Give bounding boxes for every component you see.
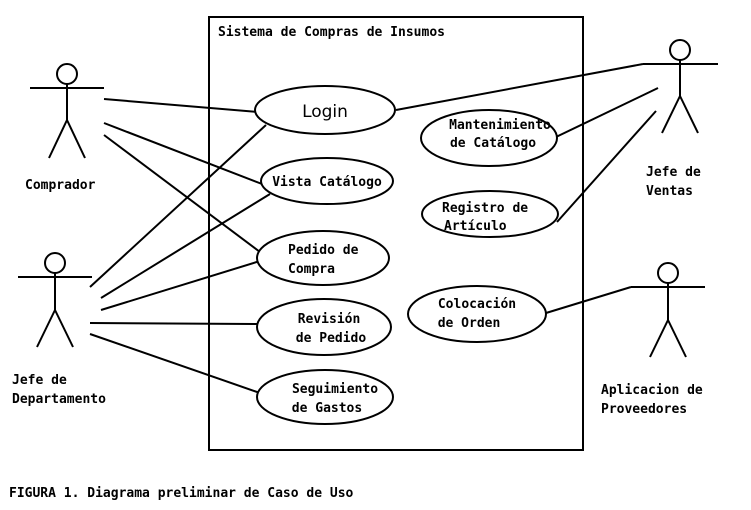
- assoc-comprador-login: [103, 98, 259, 113]
- actor-jefe-ventas: Jefe de Ventas: [646, 39, 701, 199]
- use-case-revision-pedido-label-2: de Pedido: [296, 331, 367, 346]
- use-case-ellipse: [407, 285, 547, 343]
- use-case-mantenimiento-catalogo: Mantenimiento de Catálogo: [420, 109, 558, 167]
- assoc-jefe-depto-login: [89, 124, 267, 288]
- use-case-ellipse: [421, 190, 559, 238]
- use-case-seguimiento-gastos-label-1: Seguimiento: [292, 382, 378, 397]
- assoc-jefe-depto-vista-catalogo: [100, 193, 271, 299]
- assoc-comprador-pedido-compra: [103, 134, 265, 256]
- use-case-registro-articulo-label-2: Artículo: [444, 219, 507, 234]
- use-case-login: Login: [254, 85, 396, 135]
- use-case-ellipse: [260, 157, 394, 205]
- use-case-login-label: Login: [302, 102, 348, 122]
- actor-head: [669, 39, 691, 61]
- actor-head: [56, 63, 78, 85]
- assoc-jefe-depto-pedido-compra: [100, 260, 261, 311]
- use-case-ellipse: [256, 230, 390, 286]
- actor-jefe-departamento-label-1: Jefe de: [12, 373, 67, 388]
- actor-jefe-ventas-label-2: Ventas: [646, 184, 693, 199]
- actor-left-leg: [36, 309, 56, 348]
- use-case-revision-pedido: Revisión de Pedido: [256, 298, 392, 356]
- use-case-ellipse: [254, 85, 396, 135]
- actor-head: [44, 252, 66, 274]
- assoc-proveedores-colocacion: [545, 286, 632, 314]
- use-case-pedido-compra: Pedido de Compra: [256, 230, 390, 286]
- actor-head: [657, 262, 679, 284]
- actor-aplicacion-proveedores-label-2: Proveedores: [601, 402, 687, 417]
- use-case-pedido-compra-label-1: Pedido de: [288, 243, 359, 258]
- associations: [89, 63, 718, 394]
- assoc-comprador-vista-catalogo: [103, 122, 263, 185]
- use-case-vista-catalogo-label: Vista Catálogo: [272, 175, 382, 190]
- use-case-colocacion-orden-label-1: Colocación: [438, 297, 516, 312]
- actor-right-leg: [54, 309, 74, 348]
- actor-left-leg: [661, 95, 681, 134]
- use-case-seguimiento-gastos-label-2: de Gastos: [292, 401, 362, 416]
- use-case-pedido-compra-label-2: Compra: [288, 262, 335, 277]
- actor-aplicacion-proveedores-label-1: Aplicacion de: [601, 383, 703, 398]
- use-case-registro-articulo: Registro de Artículo: [421, 190, 559, 238]
- actor-right-leg: [679, 95, 699, 134]
- actor-jefe-departamento-label-2: Departamento: [12, 392, 106, 407]
- assoc-jefe-ventas-registro: [556, 110, 657, 223]
- figure-caption: FIGURA 1. Diagrama preliminar de Caso de…: [9, 486, 354, 501]
- use-case-ellipse: [256, 298, 392, 356]
- system-title: Sistema de Compras de Insumos: [218, 25, 445, 40]
- actor-jefe-ventas-label-1: Jefe de: [646, 165, 701, 180]
- use-case-registro-articulo-label-1: Registro de: [442, 201, 528, 216]
- use-case-mantenimiento-catalogo-label-1: Mantenimiento: [449, 118, 551, 133]
- actor-left-leg: [649, 319, 669, 358]
- actor-right-leg: [667, 319, 687, 358]
- actor-left-leg: [48, 119, 68, 159]
- assoc-jefe-depto-revision: [89, 322, 259, 325]
- use-case-ellipse: [420, 109, 558, 167]
- use-case-colocacion-orden: Colocación de Orden: [407, 285, 547, 343]
- use-case-colocacion-orden-label-2: de Orden: [438, 316, 501, 331]
- actor-right-leg: [66, 119, 86, 159]
- use-case-revision-pedido-label-1: Revisión: [298, 312, 361, 327]
- use-case-ellipse: [256, 369, 394, 425]
- assoc-jefe-ventas-login: [395, 63, 644, 111]
- actor-jefe-departamento: Jefe de Departamento: [12, 252, 106, 407]
- use-case-vista-catalogo: Vista Catálogo: [260, 157, 394, 205]
- use-case-seguimiento-gastos: Seguimiento de Gastos: [256, 369, 394, 425]
- assoc-jefe-ventas-mantenimiento: [555, 87, 659, 138]
- actor-aplicacion-proveedores: Aplicacion de Proveedores: [601, 262, 705, 417]
- actor-comprador-label: Comprador: [25, 178, 96, 193]
- system-boundary: [208, 16, 584, 451]
- assoc-jefe-depto-seguimiento: [89, 333, 261, 394]
- use-case-mantenimiento-catalogo-label-2: de Catálogo: [450, 136, 536, 151]
- actor-comprador: Comprador: [25, 63, 104, 193]
